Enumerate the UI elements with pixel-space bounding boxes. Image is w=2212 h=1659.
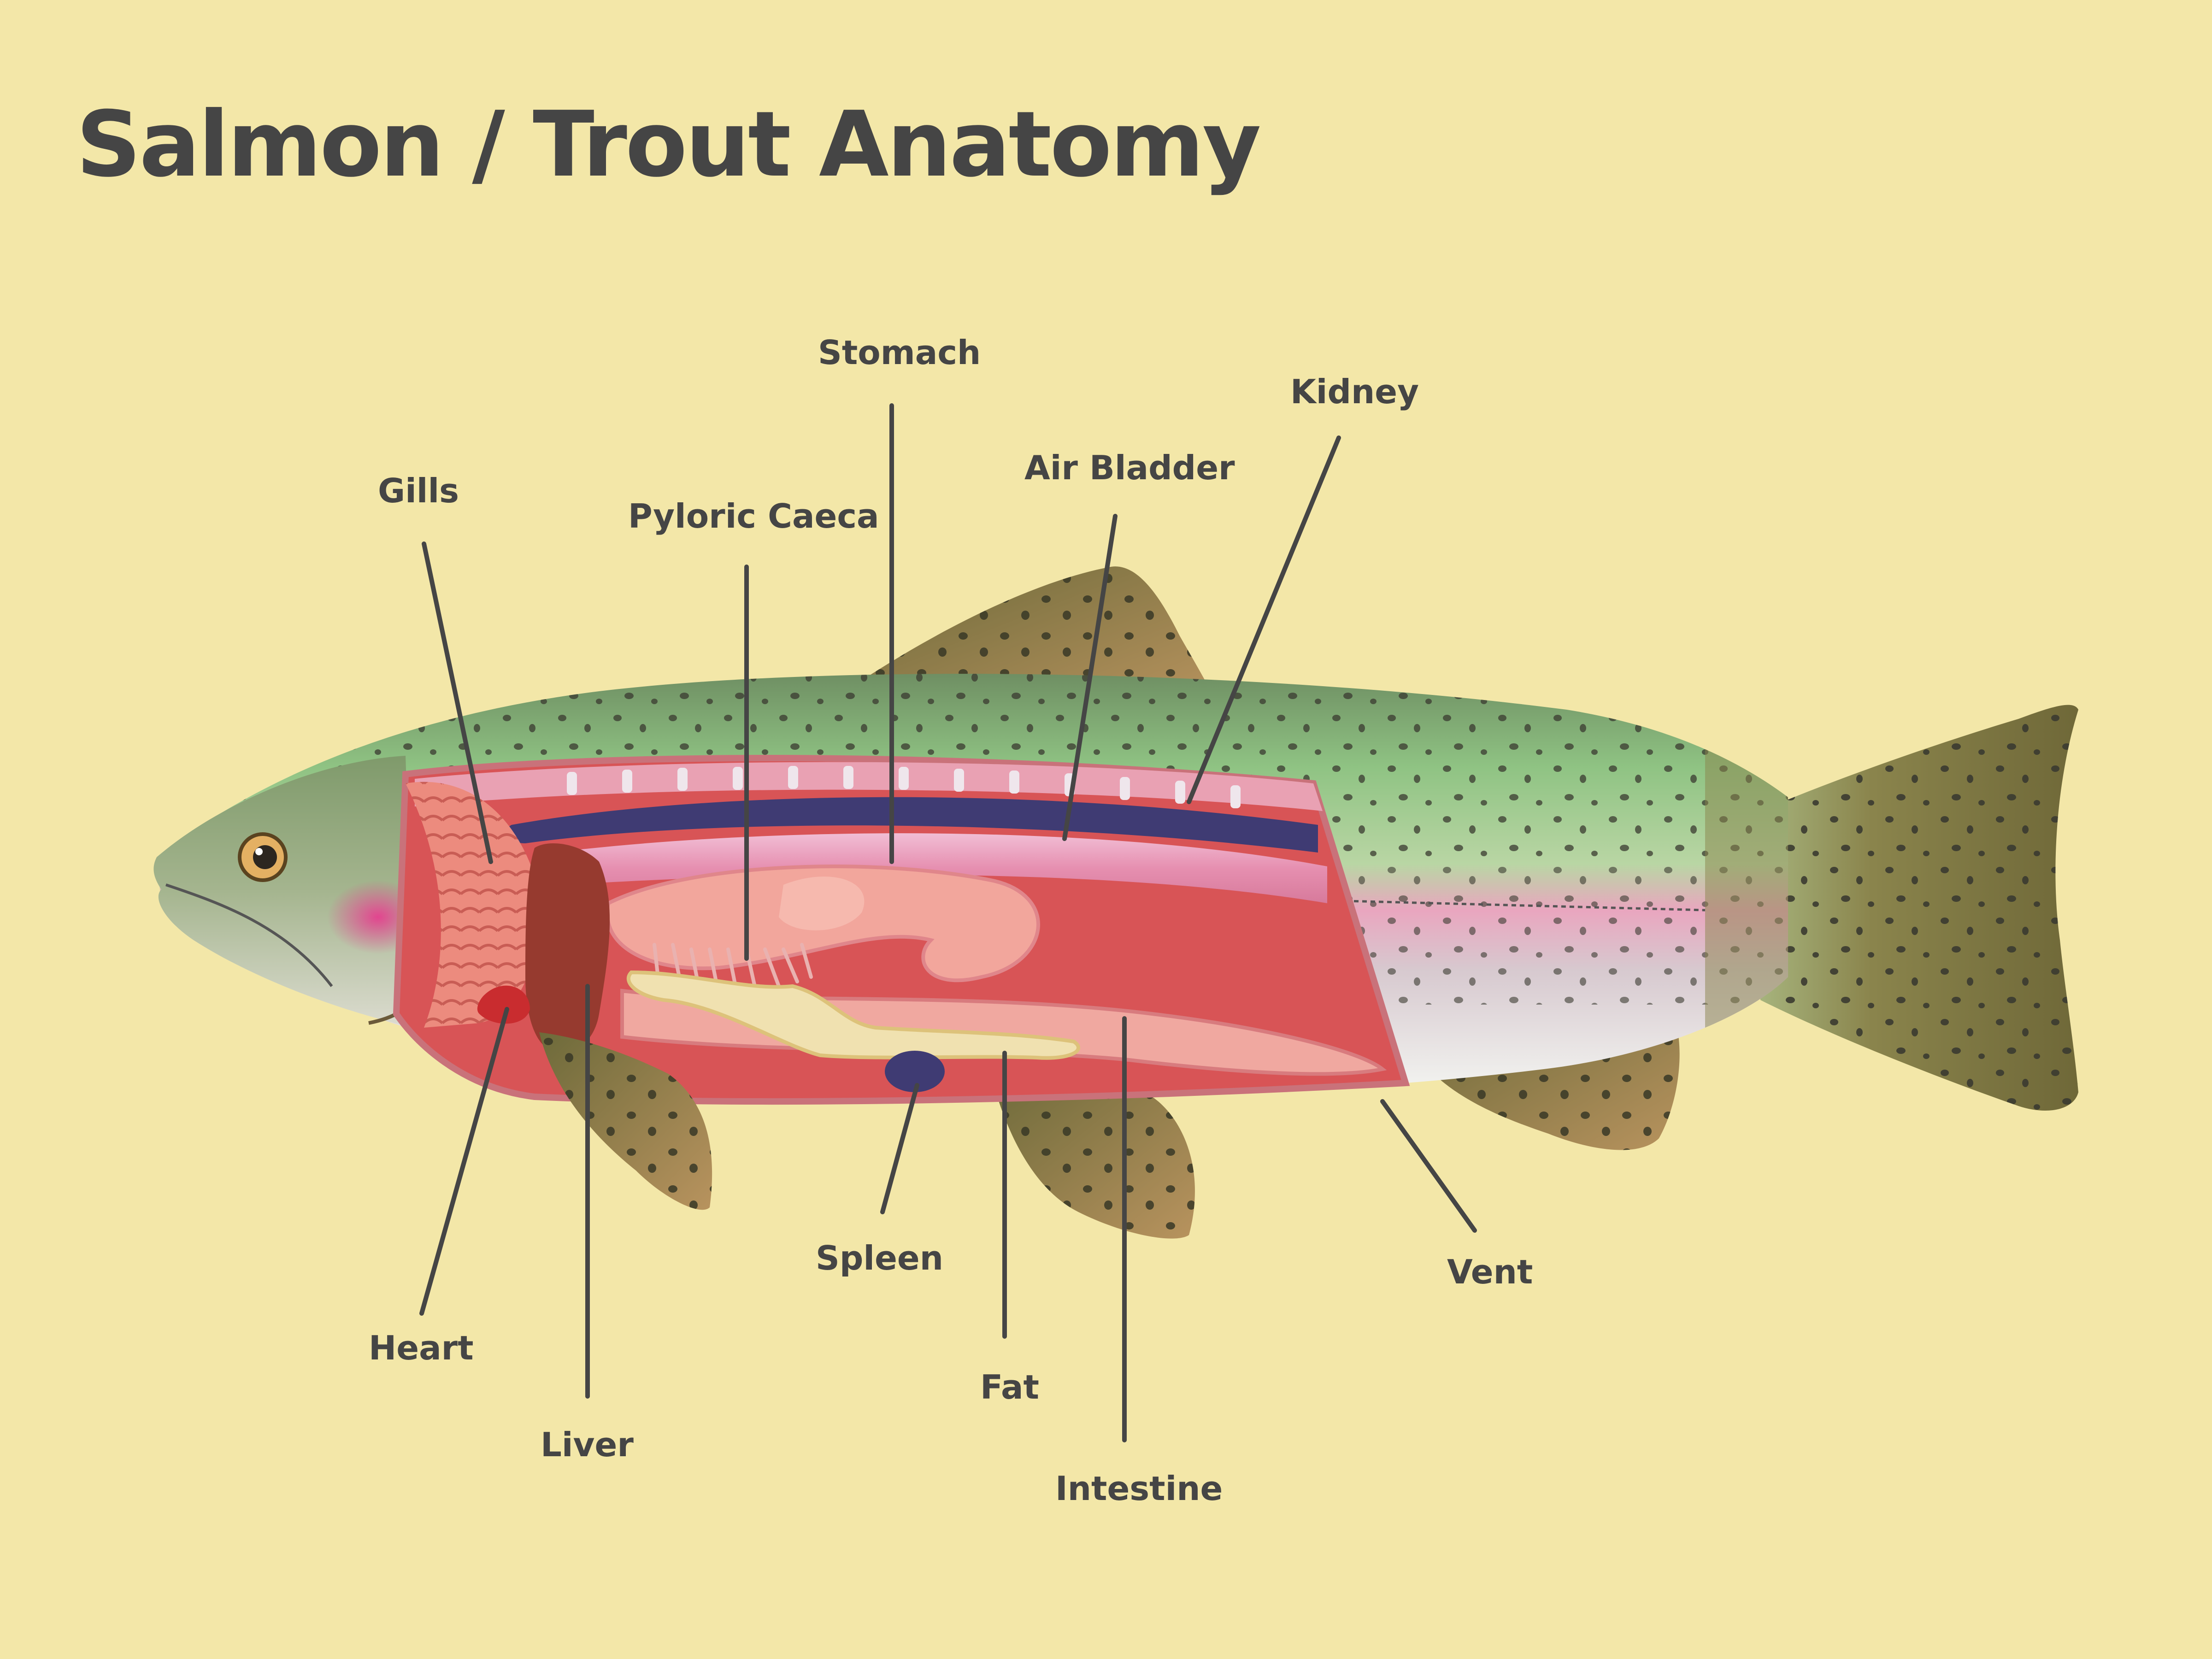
- lateral-line: [1345, 900, 1706, 912]
- label-gills: Gills: [378, 471, 459, 510]
- spleen-leader: [880, 1083, 919, 1214]
- label-liver: Liver: [541, 1425, 634, 1464]
- label-kidney: Kidney: [1290, 372, 1419, 411]
- diagram-title: Salmon / Trout Anatomy: [76, 92, 1261, 197]
- label-fat: Fat: [980, 1368, 1039, 1406]
- liver: [525, 843, 610, 1052]
- heart-leader: [419, 1007, 509, 1316]
- label-stomach: Stomach: [818, 333, 981, 372]
- label-vent: Vent: [1447, 1253, 1533, 1291]
- fish-head: [153, 756, 415, 1028]
- kidney: [507, 797, 1318, 853]
- label-intestine: Intestine: [1055, 1469, 1223, 1508]
- mouth-line: [165, 883, 333, 987]
- heart: [477, 985, 530, 1024]
- label-air-bladder: Air Bladder: [1024, 448, 1235, 487]
- spleen: [885, 1051, 945, 1092]
- fat: [627, 970, 1080, 1060]
- vent-leader: [1380, 1099, 1477, 1233]
- label-pyloric-caeca: Pyloric Caeca: [628, 497, 879, 535]
- gills-leader: [422, 541, 493, 864]
- gills: [406, 782, 539, 1028]
- air-bladder: [545, 833, 1327, 903]
- kidney-leader: [1187, 435, 1341, 804]
- label-spleen: Spleen: [816, 1239, 943, 1277]
- air-bladder-leader: [1062, 514, 1118, 841]
- label-heart: Heart: [369, 1329, 474, 1367]
